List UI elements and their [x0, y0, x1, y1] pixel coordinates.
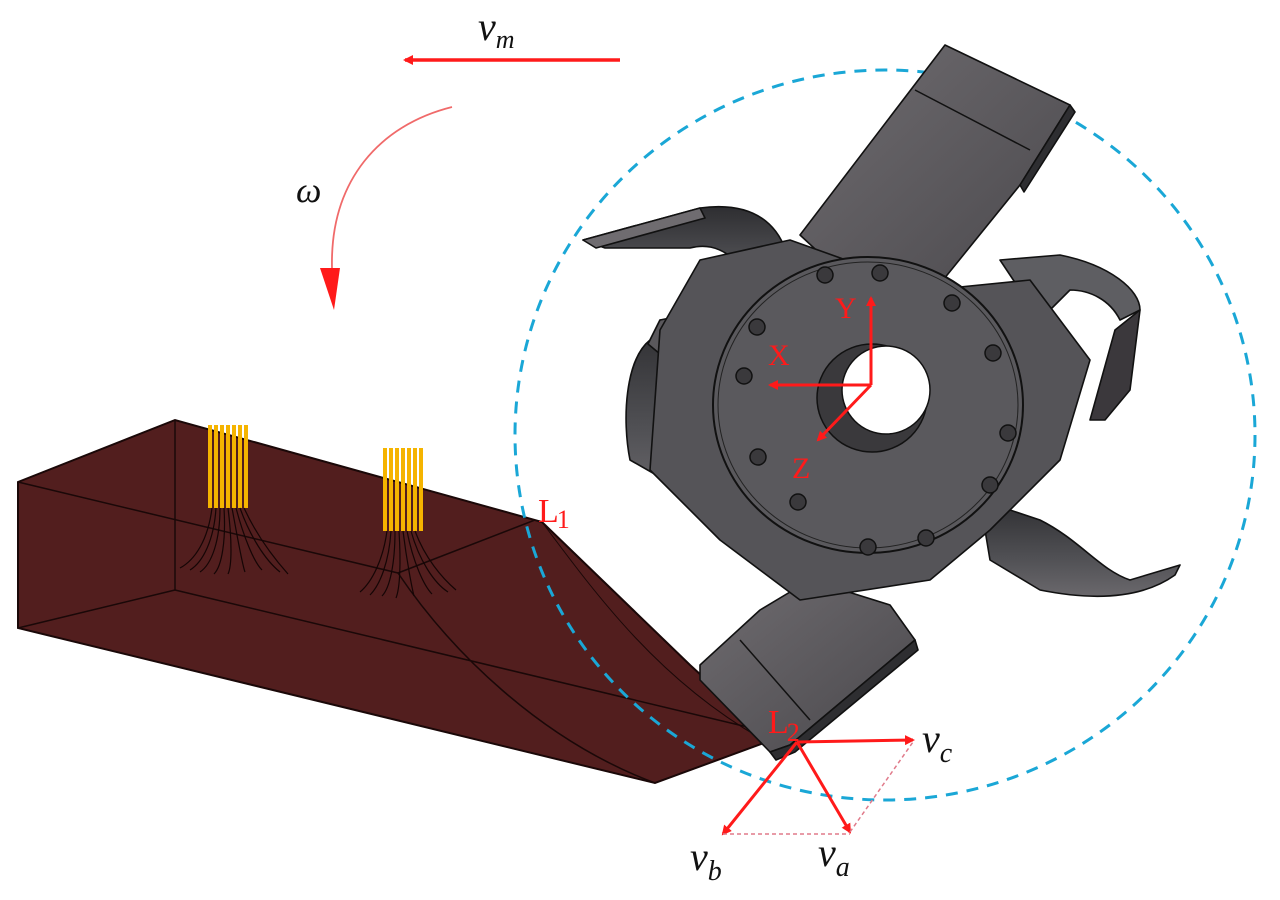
- vc-arrow: [796, 735, 915, 746]
- bolt-hole: [943, 294, 961, 312]
- vb-arrow: [721, 741, 799, 836]
- blade-bottom-left-edge: [769, 639, 919, 761]
- axis-z-arrow: [816, 383, 873, 442]
- bolt-hole: [748, 318, 766, 336]
- vc-label: vc: [922, 716, 953, 769]
- vm-label: vm: [478, 4, 515, 54]
- va-arrow: [795, 741, 852, 834]
- blade-top-left-tip: [582, 207, 706, 249]
- rotation-trajectory-circle: [513, 68, 1257, 802]
- va-label: va: [818, 830, 850, 883]
- parallelogram-right: [849, 741, 914, 833]
- angular-velocity-omega: ω: [296, 106, 453, 310]
- blade-top-right-fold: [914, 89, 1031, 151]
- sensor-array-2: [359, 448, 457, 599]
- soil-edge-bottom-back: [17, 589, 176, 629]
- point-l2-label: L2: [768, 704, 800, 747]
- bolt-hole: [981, 476, 999, 494]
- velocity-components: vc vb va: [690, 716, 953, 887]
- sensor-2-strips: [383, 448, 423, 531]
- soil-edge-top-diagonal: [397, 519, 536, 574]
- point-l1-label: L1: [538, 493, 570, 534]
- axis-y-label: Y: [835, 292, 857, 325]
- bolt-hole: [735, 367, 753, 385]
- bolt-hole: [871, 264, 889, 282]
- sensor-1-wires: [179, 507, 289, 575]
- bolt-hole: [789, 493, 807, 511]
- blade-bottom-left-fold: [739, 639, 811, 721]
- omega-arrowhead: [320, 268, 340, 310]
- soil-edge-bottom-long: [174, 589, 761, 731]
- blade-top-right-edge: [1019, 104, 1076, 193]
- bolt-hole: [859, 538, 877, 556]
- blade-bottom-right: [979, 499, 1181, 598]
- vb-label: vb: [690, 834, 722, 887]
- soil-curved-cut-2: [541, 521, 761, 739]
- bolt-hole: [749, 448, 767, 466]
- axis-z-label: Z: [792, 452, 810, 485]
- soil-curved-cut: [397, 572, 656, 784]
- sensor-2-wires: [359, 530, 457, 599]
- coordinate-axes: [768, 296, 876, 442]
- velocity-vm: vm: [403, 4, 620, 65]
- omega-label: ω: [296, 170, 321, 210]
- rotary-tiller: [582, 44, 1181, 761]
- bolt-hole: [917, 529, 935, 547]
- axis-x-label: X: [768, 339, 790, 372]
- bolt-hole: [999, 424, 1017, 442]
- bolt-hole: [816, 266, 834, 284]
- center-bore-hole: [841, 345, 931, 435]
- sensor-array-1: [179, 425, 289, 575]
- blade-right-tip: [1089, 309, 1141, 421]
- omega-arc: [331, 106, 453, 269]
- bolt-hole: [984, 344, 1002, 362]
- bolt-holes: [735, 264, 1017, 556]
- sensor-1-strips: [208, 425, 248, 508]
